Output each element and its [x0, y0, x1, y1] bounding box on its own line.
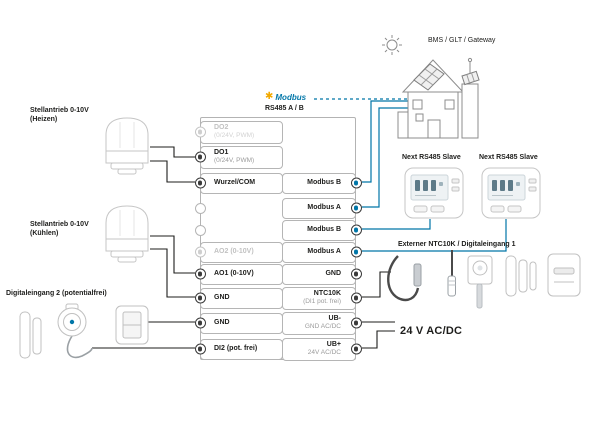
- terminal-dot-gnd-1: [194, 292, 206, 304]
- terminal-modbus-b-1: Modbus B: [282, 172, 362, 194]
- rs485-slave-2-figure: [481, 167, 541, 219]
- label-actuator-cooling: Stellantrieb 0-10V (Kühlen): [30, 220, 89, 238]
- label-power-24v: 24 V AC/DC: [400, 325, 463, 337]
- terminal-label: Wurzel/COM: [214, 178, 256, 186]
- terminal-label: Modbus B: [307, 178, 341, 186]
- terminal-dot-modbus-b-2: [350, 224, 362, 236]
- terminal-sublabel: (0/24V, PWM): [214, 132, 255, 140]
- terminal-modbus-a-2: Modbus A: [282, 241, 362, 263]
- terminal-dot-ub-minus: [350, 317, 362, 329]
- wall-switch-figure: [115, 305, 149, 345]
- terminal-do2: DO2(0/24V, PWM): [194, 120, 283, 144]
- terminal-label: NTC10K: [313, 290, 341, 298]
- terminal-dot-ub-plus: [350, 343, 362, 355]
- terminal-dot-ao2: [194, 246, 206, 258]
- terminal-sublabel: 24V AC/DC: [307, 349, 341, 357]
- rs485-slave-1-figure: [404, 167, 464, 219]
- sun-icon: [382, 35, 402, 55]
- terminal-block: DO2(0/24V, PWM) DO1(0/24V, PWM) Wurzel/C…: [194, 117, 362, 361]
- terminal-dot-di2: [194, 343, 206, 355]
- duct-sensor-figure: [467, 255, 493, 309]
- terminal-label: GND: [214, 293, 230, 301]
- terminal-di2: DI2 (pot. frei): [194, 338, 283, 360]
- terminal-modbus-a-1: Modbus A: [282, 197, 362, 219]
- label-actuator-heating: Stellantrieb 0-10V (Heizen): [30, 106, 89, 124]
- terminal-dot-do1: [194, 151, 206, 163]
- terminal-spare-1: [194, 202, 206, 214]
- terminal-do1: DO1(0/24V, PWM): [194, 145, 283, 169]
- terminal-ao1: AO1 (0-10V): [194, 263, 283, 285]
- terminal-sublabel: (DI1 pot. frei): [303, 298, 341, 306]
- terminal-dot-gnd-right: [350, 268, 362, 280]
- building-figure: [397, 57, 480, 139]
- modbus-name: Modbus: [275, 92, 307, 102]
- label-bms-gateway: BMS / GLT / Gateway: [428, 37, 496, 44]
- terminal-ub-plus: UB+24V AC/DC: [282, 337, 362, 361]
- wires-signal: [92, 146, 395, 349]
- terminal-label: Modbus A: [307, 247, 341, 255]
- terminal-label: UB+: [326, 341, 341, 349]
- cable-sensor-figure: [57, 303, 93, 359]
- label-line: Stellantrieb 0-10V: [30, 107, 89, 114]
- label-line: (Kühlen): [30, 230, 59, 238]
- terminal-label: DO2: [214, 124, 229, 132]
- terminal-gnd-2: GND: [194, 312, 283, 334]
- actuator-cooling-figure: [105, 205, 149, 263]
- terminal-ntc10k: NTC10K(DI1 pot. frei): [282, 286, 362, 310]
- terminal-sublabel: (0/24V, PWM): [214, 157, 255, 165]
- terminal-dot-modbus-a-1: [350, 202, 362, 214]
- label-rs485-slave-2: Next RS485 Slave: [479, 154, 538, 161]
- terminal-dot-ao1: [194, 268, 206, 280]
- label-line: (Heizen): [30, 116, 58, 124]
- terminal-modbus-b-2: Modbus B: [282, 219, 362, 241]
- terminal-gnd-1: GND: [194, 287, 283, 309]
- label-rs485-bus: RS485 A / B: [265, 105, 304, 112]
- terminal-label: DO1: [214, 149, 229, 157]
- terminal-label: UB-: [328, 315, 341, 323]
- label-line: Stellantrieb 0-10V: [30, 221, 89, 228]
- terminal-ub-minus: UB-GND AC/DC: [282, 311, 362, 335]
- terminal-dot-modbus-b-1: [350, 177, 362, 189]
- terminal-dot-modbus-a-2: [350, 246, 362, 258]
- modbus-star-icon: ✱: [265, 91, 274, 102]
- card-switch-figure: [547, 253, 581, 297]
- terminal-label: AO1 (0-10V): [214, 269, 254, 277]
- terminal-dot-com: [194, 177, 206, 189]
- ntc-cable-probe-figure: [387, 255, 422, 302]
- label-external-ntc: Externer NTC10K / Digitaleingang 1: [398, 241, 516, 248]
- terminal-sublabel: GND AC/DC: [304, 323, 341, 331]
- terminal-label: AO2 (0-10V): [214, 247, 254, 255]
- terminal-dot-gnd-2: [194, 317, 206, 329]
- window-contact-figure: [505, 255, 537, 297]
- terminal-label: Modbus B: [307, 225, 341, 233]
- ntc-pin-probe-figure: [447, 250, 456, 297]
- terminal-wurzel-com: Wurzel/COM: [194, 172, 283, 194]
- actuator-heating-figure: [105, 117, 149, 175]
- terminal-label: Modbus A: [307, 203, 341, 211]
- terminal-label: DI2 (pot. frei): [214, 344, 258, 352]
- terminal-ao2: AO2 (0-10V): [194, 241, 283, 263]
- terminal-label: GND: [325, 269, 341, 277]
- terminal-label: GND: [214, 318, 230, 326]
- label-digital-input-2: Digitaleingang 2 (potentialfrei): [6, 290, 107, 297]
- terminal-spare-2: [194, 224, 206, 236]
- label-rs485-slave-1: Next RS485 Slave: [402, 154, 461, 161]
- door-contact-figure: [19, 311, 42, 359]
- terminal-gnd-right: GND: [282, 263, 362, 285]
- terminal-dot-ntc10k: [350, 292, 362, 304]
- modbus-logo: ✱ Modbus: [265, 92, 306, 102]
- terminal-dot-do2: [194, 126, 206, 138]
